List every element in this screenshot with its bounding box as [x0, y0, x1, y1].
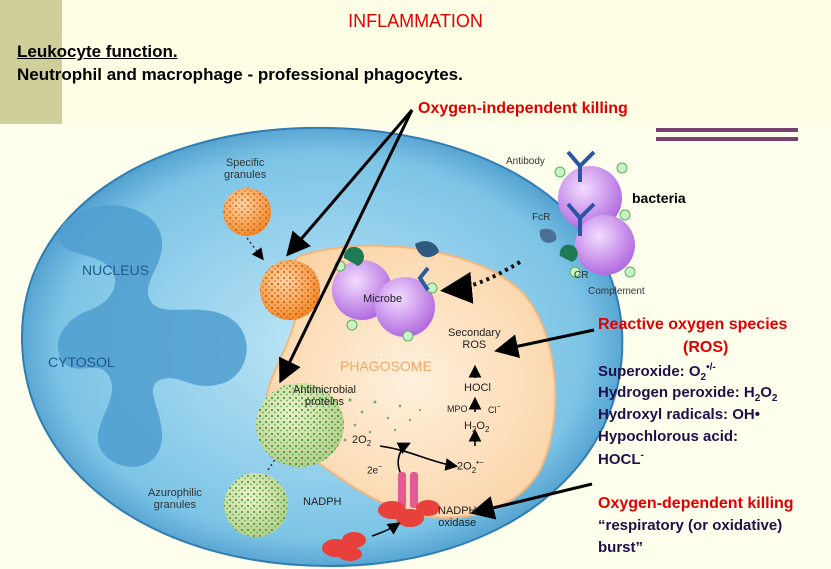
cr-label: CR: [574, 270, 589, 281]
hocl-label: HOCl: [464, 382, 491, 394]
nadph-label: NADPH: [303, 496, 342, 508]
subtitle-leukocyte: Leukocyte function.: [17, 42, 178, 61]
hypochlorous-acid-label: Hypochlorous acid:: [598, 428, 739, 445]
o2-label: 2O2: [352, 434, 372, 449]
microbe-label: Microbe: [363, 293, 403, 305]
ros-title-label: Reactive oxygen species: [598, 316, 788, 333]
title-sidebar-bar: [0, 0, 62, 124]
ros-abbrev-label: (ROS): [683, 339, 729, 356]
respiratory-burst-label-2: burst”: [598, 539, 643, 556]
oxygen-dependent-killing-label: Oxygen-dependent killing: [598, 495, 794, 512]
chloride-label: Cl−: [488, 404, 501, 415]
nucleus-label: NUCLEUS: [82, 262, 149, 278]
divider-line-top: [656, 128, 798, 132]
nadph-oxidase: [322, 472, 440, 561]
bacteria-2: [575, 215, 635, 275]
two-electrons-label: 2e−: [367, 464, 383, 477]
nucleus-lobes: [57, 205, 247, 467]
header-background: [62, 0, 831, 124]
phagosome-label: PHAGOSOME: [340, 358, 432, 374]
oxygen-independent-killing-label: Oxygen-independent killing: [418, 100, 628, 117]
hocl-formula: HOCL-: [598, 450, 644, 468]
hydroxyl-radicals-formula: Hydroxyl radicals: OH•: [598, 406, 760, 423]
hydrogen-peroxide-formula: Hydrogen peroxide: H2O2: [598, 384, 778, 404]
antibody-label: Antibody: [506, 156, 545, 167]
divider-line-bottom: [656, 137, 798, 141]
h2o2-label: H2O2: [464, 420, 490, 435]
respiratory-burst-label-1: “respiratory (or oxidative): [598, 517, 783, 534]
bacteria-label: bacteria: [632, 190, 686, 206]
superoxide-label: 2O2•−: [457, 458, 484, 475]
superoxide-formula: Superoxide: O2•/-: [598, 362, 716, 383]
fcr-label: FcR: [532, 212, 551, 223]
complement-label: Complement: [588, 286, 645, 297]
subtitle-phagocytes: Neutrophil and macrophage - professional…: [17, 65, 463, 84]
mpo-label: MPO: [447, 404, 468, 414]
cytosol-label: CYTOSOL: [48, 354, 115, 370]
slide-title: INFLAMMATION: [348, 11, 483, 31]
